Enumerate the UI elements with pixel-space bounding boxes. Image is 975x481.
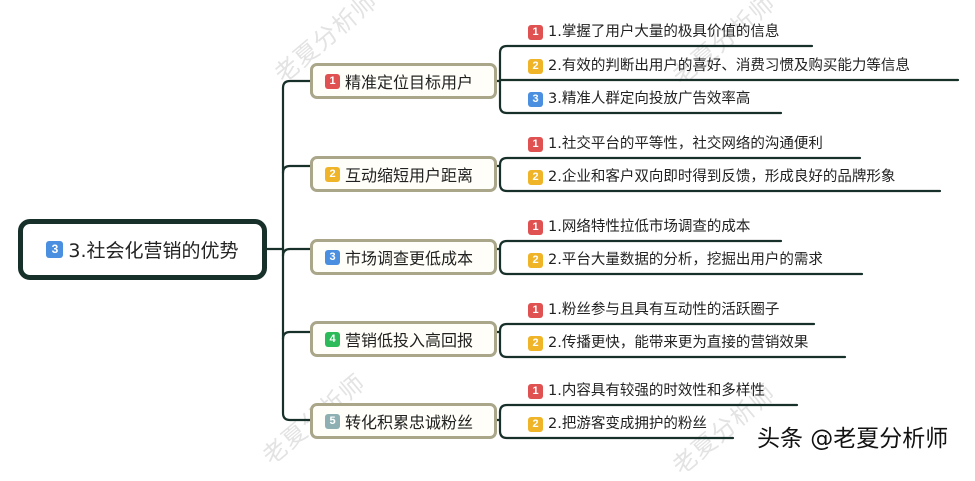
branch-node-interaction[interactable]: 2 互动缩短用户距离 [310, 156, 497, 192]
branch-label: 市场调查更低成本 [345, 249, 474, 268]
leaf-item[interactable]: 1 1.掌握了用户大量的极具价值的信息 [528, 20, 779, 44]
author-signature: 头条 @老夏分析师 [757, 426, 949, 452]
branch-label: 精准定位目标用户 [345, 73, 474, 92]
priority-badge-icon: 3 [528, 91, 543, 107]
priority-badge-icon: 1 [528, 24, 543, 40]
connector-lines [265, 44, 960, 440]
leaf-item[interactable]: 1 1.内容具有较强的时效性和多样性 [528, 379, 765, 403]
leaf-item[interactable]: 2 2.传播更快，能带来更为直接的营销效果 [528, 331, 808, 355]
leaf-item[interactable]: 2 2.平台大量数据的分析，挖掘出用户的需求 [528, 248, 823, 272]
leaf-item[interactable]: 3 3.精准人群定向投放广告效率高 [528, 87, 750, 111]
branch-node-targeting[interactable]: 1 精准定位目标用户 [310, 63, 497, 99]
branch-label: 转化积累忠诚粉丝 [345, 413, 474, 432]
priority-badge-icon: 1 [325, 73, 340, 89]
root-node[interactable]: 3 3.社会化营销的优势 [18, 219, 267, 280]
branch-node-low-cost[interactable]: 4 营销低投入高回报 [310, 321, 497, 357]
leaf-label: 2.企业和客户双向即时得到反馈，形成良好的品牌形象 [548, 169, 896, 185]
leaf-label: 1.掌握了用户大量的极具价值的信息 [548, 24, 780, 40]
leaf-item[interactable]: 2 2.有效的判断出用户的喜好、消费习惯及购买能力等信息 [528, 54, 910, 78]
priority-badge-icon: 2 [528, 252, 543, 268]
priority-badge-icon: 5 [325, 413, 340, 429]
priority-badge-icon: 2 [325, 166, 340, 182]
root-label: 3.社会化营销的优势 [68, 240, 239, 262]
priority-badge-icon: 1 [528, 136, 543, 152]
priority-badge-icon: 1 [528, 383, 543, 399]
leaf-label: 1.网络特性拉低市场调查的成本 [548, 219, 751, 235]
leaf-item[interactable]: 1 1.网络特性拉低市场调查的成本 [528, 215, 750, 239]
priority-badge-icon: 3 [46, 241, 64, 258]
priority-badge-icon: 4 [325, 331, 340, 347]
priority-badge-icon: 2 [528, 169, 543, 185]
priority-badge-icon: 1 [528, 302, 543, 318]
leaf-label: 2.有效的判断出用户的喜好、消费习惯及购买能力等信息 [548, 58, 910, 74]
branch-label: 互动缩短用户距离 [345, 166, 474, 185]
leaf-item[interactable]: 2 2.把游客变成拥护的粉丝 [528, 412, 707, 436]
leaf-label: 2.传播更快，能带来更为直接的营销效果 [548, 335, 809, 351]
leaf-label: 1.社交平台的平等性，社交网络的沟通便利 [548, 136, 823, 152]
priority-badge-icon: 2 [528, 416, 543, 432]
leaf-item[interactable]: 2 2.企业和客户双向即时得到反馈，形成良好的品牌形象 [528, 165, 895, 189]
priority-badge-icon: 2 [528, 335, 543, 351]
leaf-item[interactable]: 1 1.粉丝参与且具有互动性的活跃圈子 [528, 298, 779, 322]
leaf-label: 3.精准人群定向投放广告效率高 [548, 91, 751, 107]
leaf-label: 1.内容具有较强的时效性和多样性 [548, 383, 765, 399]
priority-badge-icon: 1 [528, 219, 543, 235]
leaf-label: 2.把游客变成拥护的粉丝 [548, 416, 707, 432]
leaf-item[interactable]: 1 1.社交平台的平等性，社交网络的沟通便利 [528, 132, 823, 156]
priority-badge-icon: 2 [528, 58, 543, 74]
leaf-label: 1.粉丝参与且具有互动性的活跃圈子 [548, 302, 780, 318]
priority-badge-icon: 3 [325, 249, 340, 265]
leaf-label: 2.平台大量数据的分析，挖掘出用户的需求 [548, 252, 823, 268]
branch-node-market-research[interactable]: 3 市场调查更低成本 [310, 239, 497, 275]
branch-label: 营销低投入高回报 [345, 331, 474, 350]
branch-node-loyal-fans[interactable]: 5 转化积累忠诚粉丝 [310, 403, 497, 439]
